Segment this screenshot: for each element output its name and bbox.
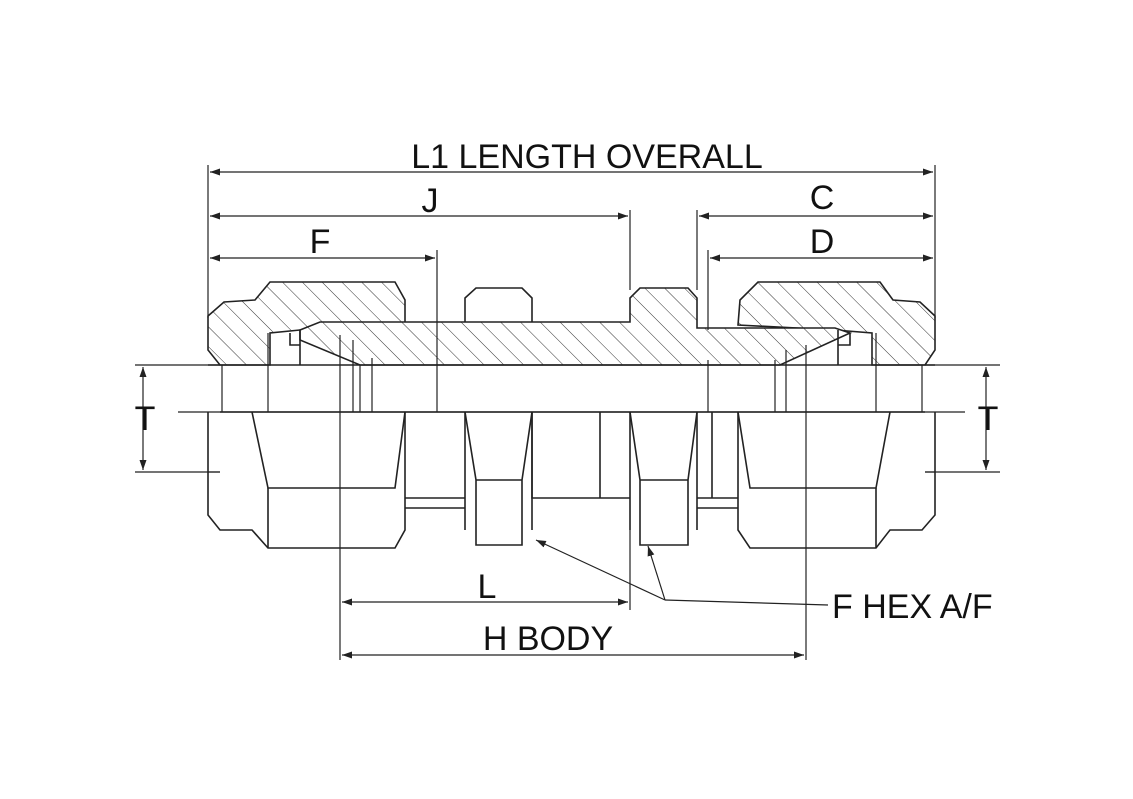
label-f: F <box>310 223 331 261</box>
label-t-left: T <box>135 400 156 438</box>
label-l: L <box>478 568 497 606</box>
body-hex <box>629 411 698 546</box>
left-nut-outline <box>207 412 406 549</box>
label-h-body: H BODY <box>483 620 613 658</box>
external-view <box>207 411 936 549</box>
hex-leader-3 <box>664 599 829 606</box>
label-c: C <box>810 179 835 217</box>
section-view <box>178 281 965 413</box>
right-ferrule <box>837 330 851 365</box>
label-t-right: T <box>978 400 999 438</box>
centre-hex <box>464 411 533 546</box>
extension-lines <box>135 165 1000 660</box>
dimension-lines <box>139 168 990 659</box>
hex-leader-2 <box>647 545 666 601</box>
dimension-labels: L1 LENGTH OVERALL J C F D T T L H BODY F… <box>135 138 999 658</box>
label-l1: L1 LENGTH OVERALL <box>411 138 762 176</box>
label-hex-af: F HEX A/F <box>832 588 993 626</box>
centre-hex-top <box>464 287 533 322</box>
left-ferrule <box>289 330 301 365</box>
right-nut-outline <box>737 412 936 549</box>
hex-leader-1 <box>535 539 666 601</box>
label-j: J <box>422 182 439 220</box>
label-d: D <box>810 223 835 261</box>
